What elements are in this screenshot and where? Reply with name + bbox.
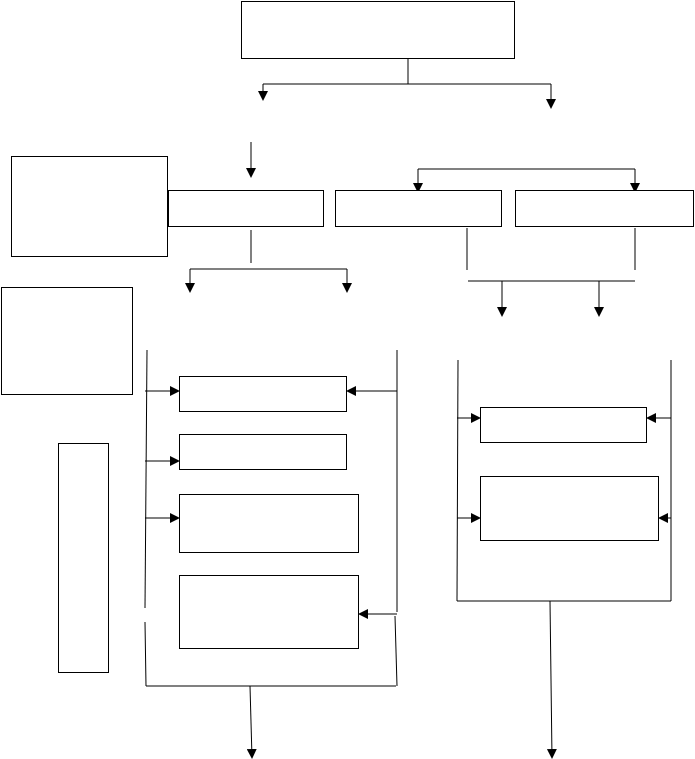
middle-row-box-left — [168, 190, 324, 227]
connector-line — [144, 349, 148, 609]
connector-line — [144, 621, 147, 687]
left-tall-box — [58, 443, 109, 673]
right-group-box-2 — [480, 476, 659, 541]
left-upper-box — [11, 156, 168, 257]
connector-line — [394, 615, 398, 687]
middle-row-box-center — [335, 190, 502, 227]
top-box — [241, 1, 515, 59]
left-group-box-3 — [179, 494, 359, 553]
left-group-box-4 — [179, 575, 359, 649]
left-group-box-2 — [179, 434, 347, 470]
middle-row-box-right — [515, 190, 694, 227]
arrow-connector — [546, 600, 557, 759]
left-middle-box — [1, 287, 133, 395]
left-group-box-1 — [179, 376, 347, 412]
connector-line — [456, 359, 459, 602]
arrow-connector — [246, 685, 257, 759]
right-group-box-1 — [480, 407, 647, 443]
